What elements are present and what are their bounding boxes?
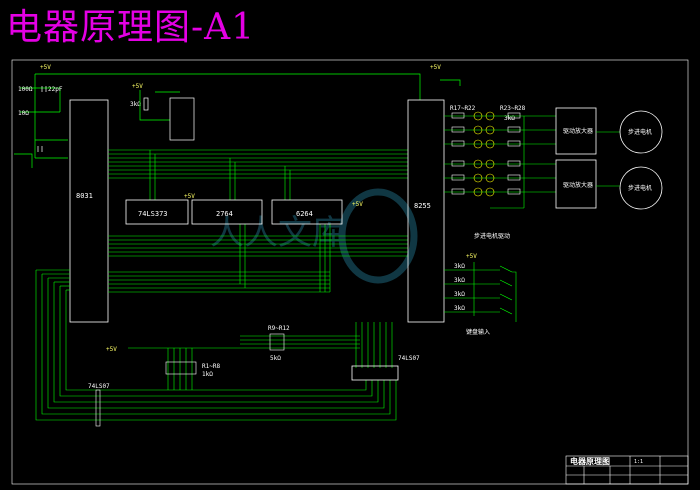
address-bus — [108, 224, 408, 293]
eprom-chip — [191, 199, 263, 225]
drawing-border — [11, 59, 689, 485]
key-resistor-1: 3kΩ — [454, 263, 465, 270]
resistor-label-c2: 10Ω — [18, 110, 29, 117]
led-resistor-label-2: R23~R28 — [500, 105, 526, 112]
mcu-chip — [69, 99, 109, 323]
resistor-bank-low — [165, 361, 197, 375]
eprom-label: 2764 — [216, 210, 233, 218]
bus-buffer-left — [95, 389, 101, 427]
low-bank-label: R1~R8 — [202, 363, 220, 370]
title-block-scale: 1:1 — [634, 459, 643, 465]
ram-label: 6264 — [296, 210, 313, 218]
led-group-note: 步进电机驱动 — [474, 232, 510, 240]
ram-chip — [271, 199, 343, 225]
bus-buffer-right-label: 74LS07 — [398, 355, 420, 362]
resistor-bank-mid — [269, 333, 285, 351]
pull-resistor-net — [139, 90, 195, 141]
motor-2 — [619, 166, 663, 210]
bus-buffer-right — [351, 365, 399, 381]
power-rails — [14, 73, 461, 168]
bus-buffer-left-label: 74LS07 — [88, 383, 110, 390]
data-bus — [108, 149, 408, 200]
vcc-label-5: +5V — [184, 193, 195, 200]
low-bank-value: 1kΩ — [202, 371, 213, 378]
led-resistors — [451, 112, 521, 195]
resistor-label-c1: 100Ω — [18, 86, 33, 93]
key-resistor-3: 3kΩ — [454, 291, 465, 298]
vcc-label-1: +5V — [40, 64, 51, 71]
driver-label-1: 驱动放大器 — [563, 127, 593, 135]
key-resistor-4: 3kΩ — [454, 305, 465, 312]
motor-1 — [619, 110, 663, 154]
ppi-label: 8255 — [414, 202, 431, 210]
led-resistor-label: R17~R22 — [450, 105, 476, 112]
vcc-label-3: +5V — [132, 83, 143, 90]
led-resistor-value: 3kΩ — [504, 115, 515, 122]
capacitor-label: 22pF — [48, 86, 63, 93]
pull-resistor-label: 3kΩ — [130, 101, 141, 108]
mcu-label: 8031 — [76, 192, 93, 200]
motor-label-1: 步进电机 — [628, 128, 652, 136]
mid-bank-value: 5kΩ — [270, 355, 281, 362]
led-array — [444, 115, 556, 209]
vcc-label-6: +5V — [466, 253, 477, 260]
motor-wires — [596, 131, 620, 187]
driver-box-2 — [555, 159, 597, 209]
driver-label-2: 驱动放大器 — [563, 181, 593, 189]
drawing-title: 电器原理图-A1 — [6, 7, 256, 48]
vcc-label-4: +5V — [352, 201, 363, 208]
title-block-name: 电器原理图 — [570, 456, 610, 466]
mid-bank-label: R9~R12 — [268, 325, 290, 332]
vcc-label-7: +5V — [106, 346, 117, 353]
driver-box-1 — [555, 107, 597, 155]
svg-text:人人文库: 人人文库 — [210, 213, 346, 253]
latch-chip — [125, 199, 189, 225]
vcc-label-2: +5V — [430, 64, 441, 71]
led-diodes — [473, 111, 495, 197]
latch-label: 74LS373 — [138, 210, 168, 218]
title-block — [565, 455, 689, 485]
lower-bus — [35, 269, 397, 421]
ppi-chip — [407, 99, 445, 323]
motor-label-2: 步进电机 — [628, 184, 652, 192]
key-resistor-2: 3kΩ — [454, 277, 465, 284]
key-group-note: 键盘输入 — [466, 328, 490, 336]
key-switches — [444, 262, 517, 322]
